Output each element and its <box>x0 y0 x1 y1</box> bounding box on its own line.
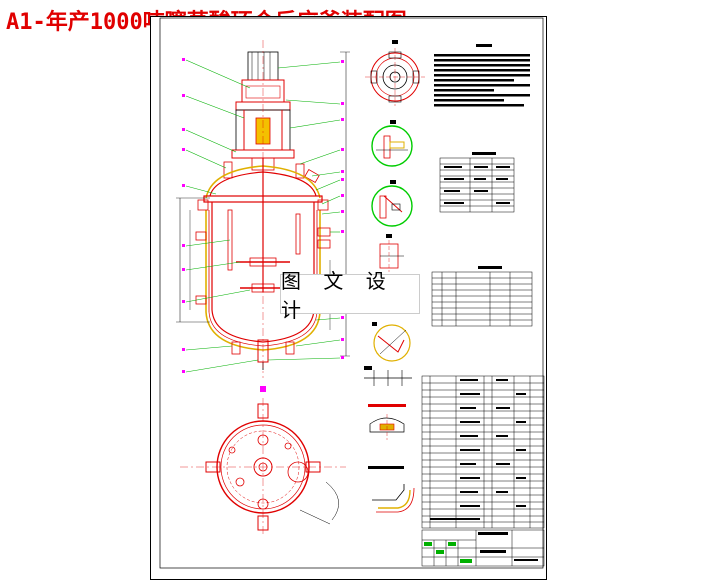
leader-lines-left <box>185 59 259 373</box>
parts-list-table <box>421 375 545 529</box>
nozzle-table <box>431 266 533 327</box>
technical-requirements <box>434 44 530 107</box>
title-block-fill <box>424 532 538 563</box>
parts-list-fill <box>430 379 526 520</box>
callout-markers <box>182 58 344 373</box>
title-block <box>421 529 545 567</box>
vessel-plan-view <box>180 386 346 536</box>
watermark-label: 图 文 设 计 <box>280 269 420 322</box>
bottom-head <box>211 309 315 343</box>
detail-views <box>364 40 425 513</box>
design-parameters-table <box>439 152 515 213</box>
design-parameters-fill <box>444 166 510 204</box>
inner-frame <box>159 17 544 569</box>
vessel-elevation <box>176 40 350 378</box>
leader-lines-right <box>267 61 341 361</box>
